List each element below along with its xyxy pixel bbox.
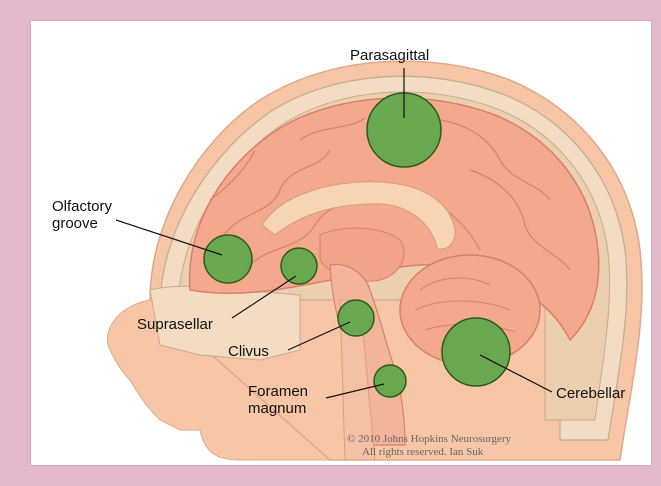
label-clivus: Clivus — [228, 343, 269, 360]
copyright-line1: © 2010 Johns Hopkins Neurosurgery — [347, 433, 511, 445]
label-cerebellar: Cerebellar — [556, 385, 625, 402]
tumor-cerebellar — [442, 318, 510, 386]
label-olfactory-line2: groove — [52, 215, 98, 232]
label-parasagittal: Parasagittal — [350, 47, 429, 64]
copyright-line2: All rights reserved. Ian Suk — [362, 446, 484, 458]
tumor-clivus — [338, 300, 374, 336]
label-olfactory-line1: Olfactory — [52, 198, 113, 215]
tumor-olfactory-groove — [204, 235, 252, 283]
tumor-suprasellar — [281, 248, 317, 284]
label-foramen-line2: magnum — [248, 400, 306, 417]
label-suprasellar: Suprasellar — [137, 316, 213, 333]
label-foramen-line1: Foramen — [248, 383, 308, 400]
tumor-foramen-magnum — [374, 365, 406, 397]
